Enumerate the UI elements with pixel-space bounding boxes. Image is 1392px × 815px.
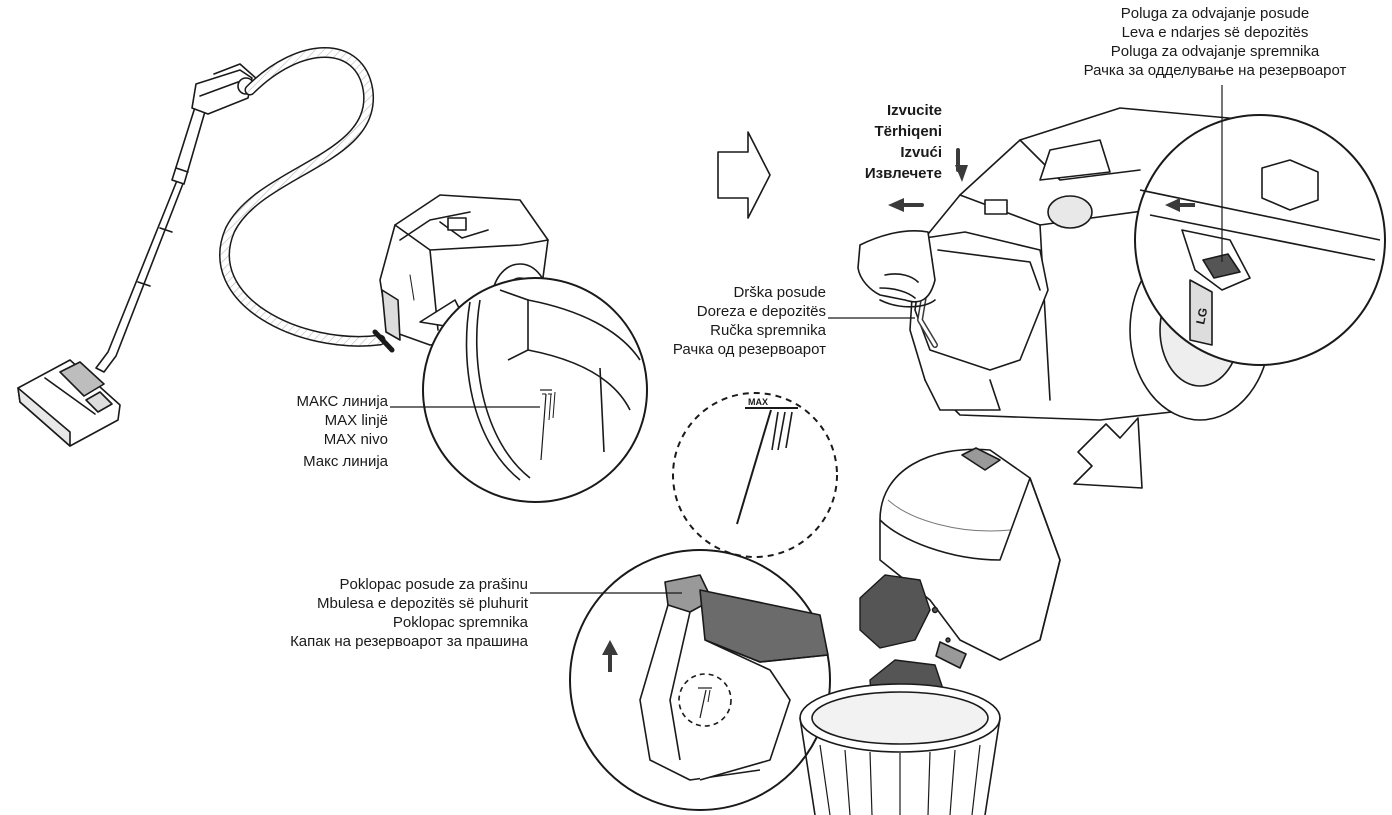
lever-label-line-1: Poluga za odvajanje posude <box>1120 5 1310 22</box>
max-label-line-4: Макс линија <box>303 453 388 470</box>
flexible-hose <box>219 47 386 347</box>
max-label-line-3: MAX nivo <box>323 431 388 448</box>
brand-logo: LG <box>1193 306 1210 325</box>
trash-can <box>799 683 1001 815</box>
cover-label-line-3: Poklopac spremnika <box>392 614 528 631</box>
max-mark-text: MAX <box>748 397 768 407</box>
lever-zoom-circle <box>1134 114 1386 366</box>
arrow-down-right <box>1073 417 1143 489</box>
pull-label-line-2: Tërhiqeni <box>874 123 942 140</box>
max-label-line-2: MAX linjë <box>324 412 388 429</box>
bin-emptying <box>879 447 1061 669</box>
max-line-zoom-circle <box>422 277 648 503</box>
lever-label-line-4: Рачка за одделување на резервоарот <box>1083 62 1347 79</box>
label-bin-release-lever: Poluga za odvajanje posude Leva e ndarje… <box>1040 4 1390 80</box>
handle-label-line-2: Doreza e depozitës <box>696 303 826 320</box>
open-bin-zoom-circle <box>569 549 831 811</box>
cover-label-line-4: Капак на резервоарот за прашина <box>290 633 528 650</box>
arrow-right-1 <box>717 131 771 219</box>
label-dust-bin-cover: Poklopac posude za prašinu Mbulesa e dep… <box>170 575 528 651</box>
handle-label-line-4: Рачка од резервоарот <box>672 341 826 358</box>
lever-label-line-2: Leva e ndarjes së depozitës <box>1121 24 1309 41</box>
handle-label-line-3: Ručka spremnika <box>710 322 826 339</box>
pull-label-line-1: Izvucite <box>886 102 942 119</box>
label-pull-out: Izvucite Tërhiqeni Izvući Извлечете <box>800 100 942 184</box>
pull-label-line-4: Извлечете <box>864 165 942 182</box>
cover-label-line-1: Poklopac posude za prašinu <box>339 576 528 593</box>
label-bin-handle: Drška posude Doreza e depozitës Ručka sp… <box>600 283 826 359</box>
floor-nozzle <box>17 359 121 447</box>
label-max-line: МАКС линија MAX linjë MAX nivo Макс лини… <box>220 392 388 471</box>
lever-label-line-3: Poluga za odvajanje spremnika <box>1110 43 1320 60</box>
telescopic-tube <box>95 103 207 373</box>
cover-label-line-2: Mbulesa e depozitës së pluhurit <box>317 595 528 612</box>
pull-label-line-3: Izvući <box>900 144 942 161</box>
handle-label-line-1: Drška posude <box>733 284 826 301</box>
max-label-line-1: МАКС линија <box>296 393 388 410</box>
